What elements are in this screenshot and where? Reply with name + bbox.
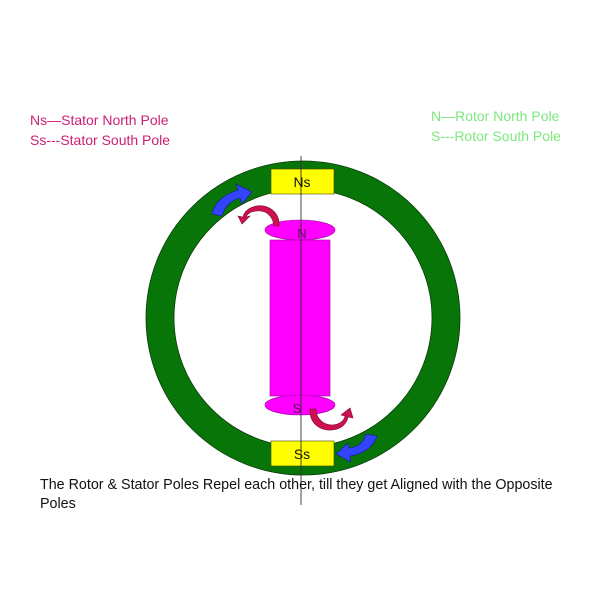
stator-south-label: Ss: [294, 446, 310, 462]
caption: The Rotor & Stator Poles Repel each othe…: [40, 477, 553, 512]
stator-rotation-arrow-bottom-icon: [335, 433, 378, 463]
stator-rotation-arrow-top-icon: [211, 183, 253, 217]
stator-ring-outer-edge: [145, 160, 461, 476]
legend-stator-north: Ns—Stator North Pole: [30, 112, 169, 128]
rotor: N S: [264, 219, 336, 416]
stator-legend: Ns—Stator North Pole Ss---Stator South P…: [30, 110, 170, 150]
rotor-south-label: S: [293, 401, 302, 416]
rotor-south-pole: [264, 394, 336, 416]
rotor-body: [269, 239, 331, 397]
repel-arrow-bottom-icon: [309, 407, 354, 431]
repel-arrow-top-icon: [237, 205, 280, 227]
legend-rotor-north: N—Rotor North Pole: [431, 108, 560, 124]
rotor-north-label: N: [297, 226, 306, 241]
stator-north-pole: Ns: [270, 168, 335, 195]
stator-north-label: Ns: [293, 174, 310, 190]
legend-rotor-south: S---Rotor South Pole: [431, 128, 561, 144]
legend-stator-south: Ss---Stator South Pole: [30, 132, 171, 148]
rotor-legend: N—Rotor North Pole S---Rotor South Pole: [431, 106, 561, 146]
stator-south-pole: Ss: [270, 440, 335, 467]
rotor-north-pole: [264, 219, 336, 241]
